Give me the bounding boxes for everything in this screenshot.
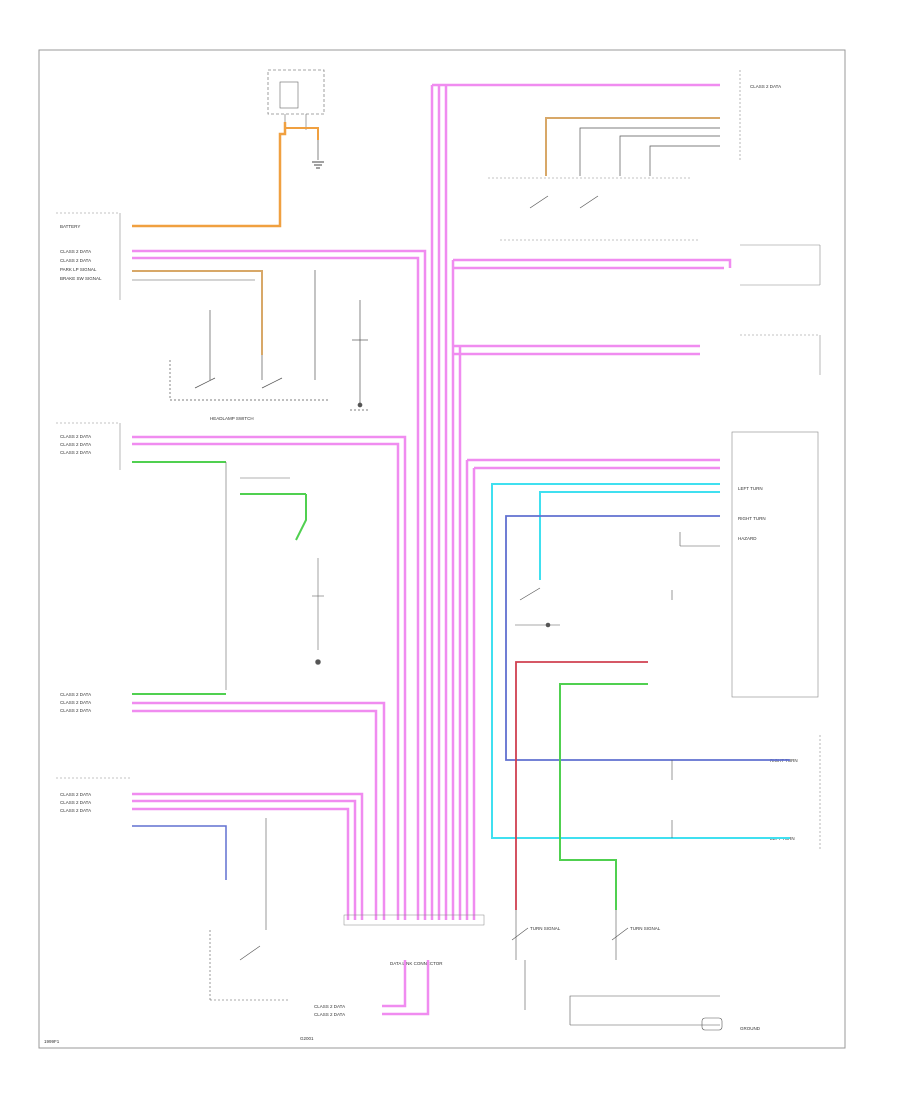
hazard-label: HAZARD: [738, 536, 757, 541]
hazard-red-wire: [515, 661, 648, 910]
battery-wire: [132, 122, 287, 228]
bcm-lower-connector: CLASS 2 DATA CLASS 2 DATA CLASS 2 DATA: [60, 692, 91, 713]
star-connector: DATA LINK CONNECTOR CLASS 2 DATA CLASS 2…: [314, 914, 485, 1017]
class2-label-d: CLASS 2 DATA: [60, 442, 91, 447]
class2-label-j: CLASS 2 DATA: [60, 800, 91, 805]
class2-label-h: CLASS 2 DATA: [60, 708, 91, 713]
class2-label-k: CLASS 2 DATA: [60, 808, 91, 813]
hazard-green-wire: [559, 683, 648, 910]
park-lamp-label: PARK LP SIGNAL: [60, 267, 97, 272]
diagram-frame: [38, 49, 846, 1049]
left-turn-label-a: LEFT TURN: [738, 486, 763, 491]
top-right-module: CLASS 2 DATA: [488, 70, 781, 241]
turn-signal-label-a: TURN SIGNAL: [530, 926, 561, 931]
seatbelt-switch: [209, 818, 290, 1001]
left-turn-wire: [491, 483, 720, 839]
restraint-data-wires: [132, 792, 364, 920]
class2-label-e: CLASS 2 DATA: [60, 450, 91, 455]
class2-label-c: CLASS 2 DATA: [60, 434, 91, 439]
ground-label: GROUND: [740, 1026, 761, 1031]
class2-label-m: CLASS 2 DATA: [314, 1012, 345, 1017]
middle-module: [225, 462, 324, 690]
restraint-blue-wire: [132, 825, 227, 880]
class2-label-l: CLASS 2 DATA: [314, 1004, 345, 1009]
star-connector-label: DATA LINK CONNECTOR: [390, 961, 443, 966]
lower-data-wires: [132, 701, 386, 920]
class2-label-a: CLASS 2 DATA: [60, 249, 91, 254]
restraint-module: CLASS 2 DATA CLASS 2 DATA CLASS 2 DATA: [56, 777, 130, 813]
brake-signal-label: BRAKE SW SIGNAL: [60, 276, 102, 281]
turn-signal-wire: [539, 491, 720, 580]
class2-label-f: CLASS 2 DATA: [60, 692, 91, 697]
class2-label-b: CLASS 2 DATA: [60, 258, 91, 263]
turn-signal-label-b: TURN SIGNAL: [630, 926, 661, 931]
right-module-b: [740, 334, 821, 375]
bottom-relays: [511, 910, 723, 1031]
battery-wire-2: [285, 127, 319, 140]
right-module-a: [740, 244, 821, 286]
instrument-cluster-left: CLASS 2 DATA CLASS 2 DATA CLASS 2 DATA: [56, 422, 121, 470]
body-control-module: BATTERY CLASS 2 DATA CLASS 2 DATA PARK L…: [56, 212, 121, 300]
headlamp-switch-label: HEADLAMP SWITCH: [210, 416, 254, 421]
cluster-data-wires: [132, 435, 407, 920]
page-id-left: 1999F1: [44, 1039, 60, 1044]
right-turn-wire: [505, 515, 720, 761]
page-id-center: G2001: [300, 1036, 314, 1041]
turn-signal-switch: [515, 587, 560, 628]
battery-label: BATTERY: [60, 224, 80, 229]
lamp-connector: RIGHT TURN LEFT TURN: [660, 735, 821, 850]
class2-label-n: CLASS 2 DATA: [750, 84, 781, 89]
park-lamp-wire: [132, 270, 263, 355]
class2-label-i: CLASS 2 DATA: [60, 792, 91, 797]
class2-label-g: CLASS 2 DATA: [60, 700, 91, 705]
headlamp-switch: [169, 270, 370, 411]
right-turn-label-a: RIGHT TURN: [738, 516, 766, 521]
fuse-block: [267, 69, 325, 130]
instrument-cluster-right: RIGHT TURN LEFT TURN HAZARD: [671, 431, 819, 698]
ground-symbol: [312, 140, 324, 169]
bcm-data-wires: [132, 249, 427, 920]
center-data-bus: [430, 83, 732, 920]
